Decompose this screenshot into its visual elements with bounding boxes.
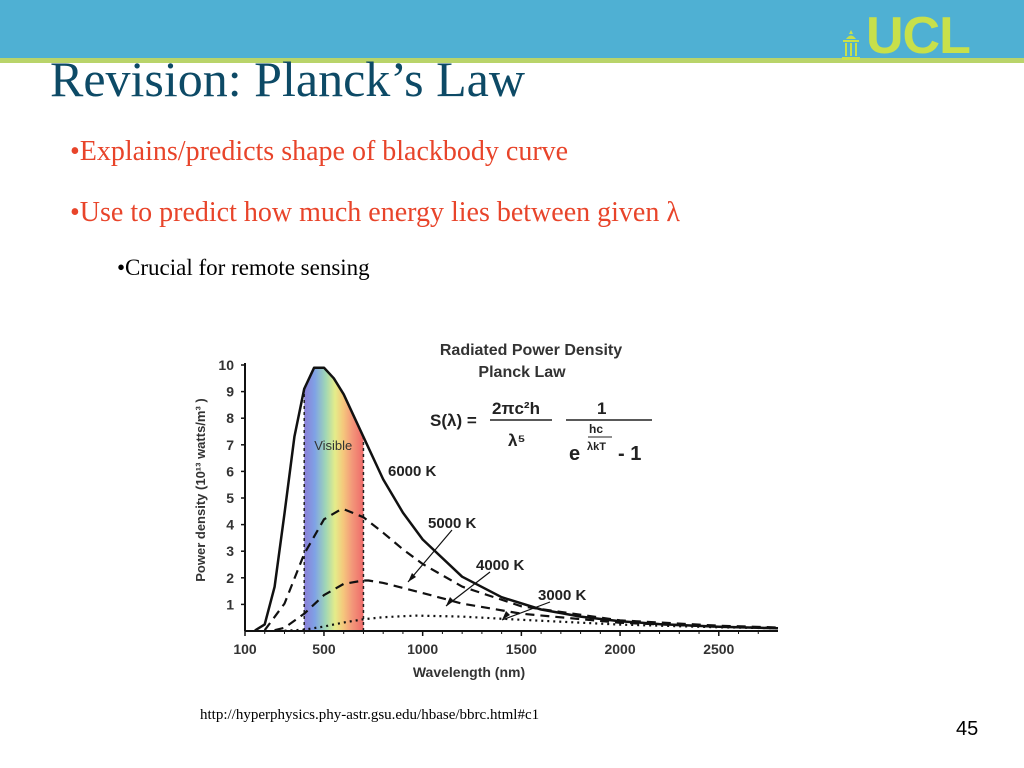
y-tick-label-5: 5 xyxy=(226,490,234,506)
source-url[interactable]: http://hyperphysics.phy-astr.gsu.edu/hba… xyxy=(200,707,540,723)
x-tick-label-100: 100 xyxy=(233,641,257,657)
bullet-1: •Explains/predicts shape of blackbody cu… xyxy=(70,136,569,167)
ucl-logo-text: UCL xyxy=(866,7,971,65)
series-line-6000-k xyxy=(254,366,779,632)
slide-title: Revision: Planck’s Law xyxy=(50,51,525,107)
formula-numerator-1: 2πc²h xyxy=(492,399,540,418)
portico-icon xyxy=(842,30,860,60)
series-label-5000-k: 5000 K xyxy=(428,515,477,532)
y-tick-label-7: 7 xyxy=(226,437,234,453)
y-tick-label-10: 10 xyxy=(218,357,234,373)
series-line-3000-k xyxy=(284,614,779,632)
formula-denominator-1: λ⁵ xyxy=(508,431,525,450)
series-label-6000-k: 6000 K xyxy=(388,463,437,480)
formula-exp-top: hc xyxy=(589,422,603,436)
series-line-4000-k xyxy=(274,579,779,632)
series-label-3000-k: 3000 K xyxy=(538,587,587,604)
x-tick-label-1500: 1500 xyxy=(506,641,537,657)
y-tick-label-8: 8 xyxy=(226,410,234,426)
series-label-4000-k: 4000 K xyxy=(476,557,525,574)
series-pointer-5000-k xyxy=(407,529,453,583)
chart-title: Radiated Power Density xyxy=(440,342,622,359)
series-arrowhead-5000-k xyxy=(408,573,416,582)
y-axis-label: Power density (10¹³ watts/m³ ) xyxy=(193,398,208,581)
header-band xyxy=(0,0,1024,58)
visible-band-label: Visible xyxy=(314,438,352,453)
series-arrowhead-4000-k xyxy=(446,597,454,606)
page-number: 45 xyxy=(956,718,979,740)
formula-numerator-2: 1 xyxy=(597,399,606,418)
y-tick-label-4: 4 xyxy=(226,517,234,533)
x-tick-label-500: 500 xyxy=(312,641,336,657)
y-tick-label-1: 1 xyxy=(226,596,234,612)
x-axis-label: Wavelength (nm) xyxy=(413,664,525,680)
ucl-logo: UCL xyxy=(840,7,971,65)
y-tick-label-6: 6 xyxy=(226,463,234,479)
series-pointer-4000-k xyxy=(445,571,491,607)
y-tick-label-9: 9 xyxy=(226,384,234,400)
x-tick-label-2500: 2500 xyxy=(703,641,734,657)
formula-exp-base: e xyxy=(569,443,580,465)
x-tick-label-2000: 2000 xyxy=(604,641,635,657)
series-arrowhead-3000-k xyxy=(502,611,510,620)
header-accent-line xyxy=(0,58,1024,63)
x-tick-label-1000: 1000 xyxy=(407,641,438,657)
bullet-2: •Use to predict how much energy lies bet… xyxy=(70,197,680,228)
formula-minus-one: - 1 xyxy=(618,443,641,465)
series-line-5000-k xyxy=(263,508,779,631)
formula-exp-bottom: λkT xyxy=(587,441,606,453)
series-pointer-3000-k xyxy=(501,601,551,621)
planck-formula: S(λ) = 2πc²h λ⁵ 1 e hc λkT - 1 xyxy=(430,399,652,465)
formula-lhs: S(λ) = xyxy=(430,411,477,430)
chart-subtitle: Planck Law xyxy=(478,364,566,381)
y-tick-label-3: 3 xyxy=(226,543,234,559)
y-tick-label-2: 2 xyxy=(226,570,234,586)
sub-bullet-1: •Crucial for remote sensing xyxy=(117,255,370,280)
visible-band xyxy=(304,367,364,631)
